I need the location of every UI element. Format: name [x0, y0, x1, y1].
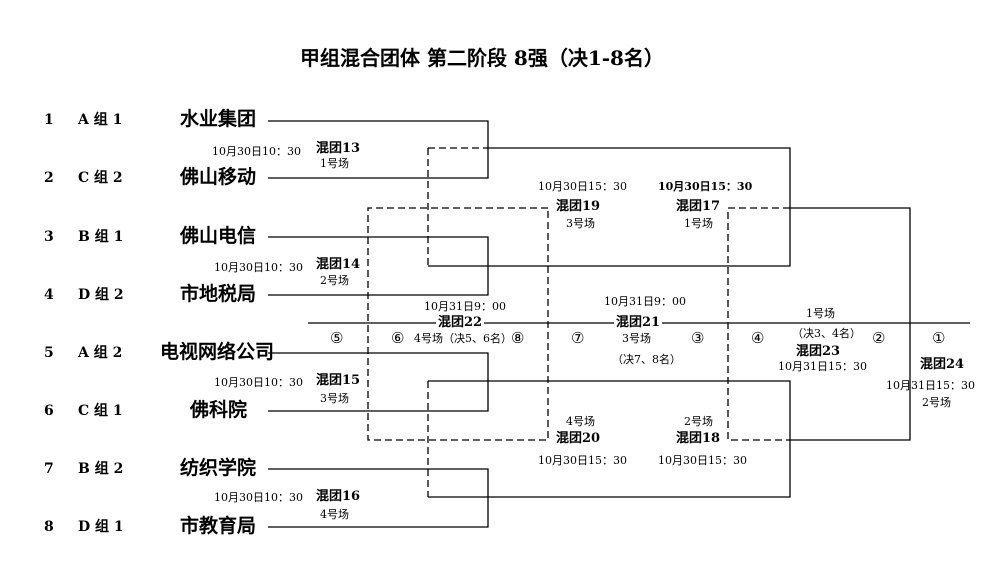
seed-group: D 组 2: [78, 287, 124, 303]
match-name: 混团24: [920, 357, 965, 372]
match-time: 10月31日9：00: [604, 295, 686, 308]
seed-group: C 组 2: [78, 170, 123, 186]
place-marker: ③: [691, 329, 705, 347]
seed-group: B 组 1: [78, 229, 124, 245]
match-time: 10月31日15：30: [886, 379, 975, 392]
seed-group: B 组 2: [78, 461, 124, 477]
seed-group: D 组 1: [78, 519, 124, 535]
match-time: 10月31日9：00: [424, 300, 506, 313]
match-name: 混团18: [676, 431, 721, 446]
match-venue: 4号场: [566, 415, 595, 428]
match-time: 10月30日10：30: [214, 376, 303, 389]
team-name: 纺织学院: [180, 457, 257, 479]
bracket-line-m22-dashed: [367, 207, 549, 441]
seed-number: 3: [44, 229, 54, 245]
match-venue: 1号场: [684, 217, 713, 230]
match-time: 10月30日15：30: [538, 180, 627, 193]
team-name: 水业集团: [180, 108, 257, 130]
match-time: 10月30日15：30: [658, 454, 747, 467]
match-name: 混团15: [316, 373, 361, 388]
match-name: 混团21: [614, 315, 663, 330]
bracket-line-m18-solid: [428, 380, 791, 498]
match-name: 混团17: [676, 199, 721, 214]
seed-number: 4: [44, 287, 54, 303]
match-name: 混团22: [436, 315, 485, 330]
bracket-line-m13: [268, 120, 489, 179]
match-venue: 2号场: [320, 274, 349, 287]
match-time: 10月30日15：30: [658, 180, 753, 193]
match-note: （决3、4名）: [792, 327, 861, 340]
seed-number: 6: [44, 403, 54, 419]
seed-number: 7: [44, 461, 54, 477]
bracket-line-m15: [268, 352, 489, 412]
place-marker: ⑦: [571, 329, 585, 347]
match-venue: 4号场（决5、6名）: [414, 332, 512, 345]
place-marker: ②: [872, 329, 886, 347]
match-name: 混团16: [316, 489, 361, 504]
match-name: 混团23: [796, 344, 841, 359]
seed-group: A 组 2: [78, 345, 123, 361]
team-name: 佛科院: [190, 399, 248, 421]
match-time: 10月30日15：30: [538, 454, 627, 467]
place-marker: ⑧: [511, 329, 525, 347]
place-marker: ④: [751, 329, 765, 347]
place-marker: ⑤: [330, 329, 344, 347]
match-time: 10月30日10：30: [214, 261, 303, 274]
match-name: 混团14: [316, 257, 361, 272]
bracket-line-m23-dashed: [727, 207, 790, 441]
match-name: 混团19: [556, 199, 601, 214]
match-venue: 3号场: [320, 392, 349, 405]
bracket-line-m16: [268, 468, 489, 528]
place-marker: ①: [932, 329, 946, 347]
seed-number: 5: [44, 345, 54, 361]
match-time: 10月30日10：30: [212, 145, 301, 158]
match-venue: 3号场: [622, 332, 651, 345]
team-name: 佛山电信: [180, 225, 257, 247]
match-time: 10月30日10：30: [214, 491, 303, 504]
match-name: 混团20: [556, 431, 601, 446]
match-venue: 2号场: [684, 415, 713, 428]
seed-number: 8: [44, 519, 54, 535]
seed-group: C 组 1: [78, 403, 123, 419]
match-venue: 1号场: [320, 157, 349, 170]
match-time: 10月31日15：30: [778, 360, 867, 373]
match-name: 混团13: [316, 141, 361, 156]
match-venue: 3号场: [566, 217, 595, 230]
seed-number: 2: [44, 170, 54, 186]
team-name: 佛山移动: [180, 166, 257, 188]
team-name: 市地税局: [180, 283, 257, 305]
bracket-line-m24: [790, 207, 911, 441]
match-venue: 4号场: [320, 508, 349, 521]
page-title: 甲组混合团体 第二阶段 8强（决1-8名）: [300, 46, 664, 70]
team-name: 市教育局: [180, 515, 257, 537]
match-note: （决7、8名）: [612, 353, 681, 366]
bracket-line-m17-solid: [428, 147, 791, 267]
place-marker: ⑥: [391, 329, 405, 347]
team-name: 电视网络公司: [160, 341, 275, 363]
match-venue: 1号场: [806, 307, 835, 320]
seed-group: A 组 1: [78, 112, 123, 128]
seed-number: 1: [44, 112, 54, 128]
match-venue: 2号场: [922, 396, 951, 409]
